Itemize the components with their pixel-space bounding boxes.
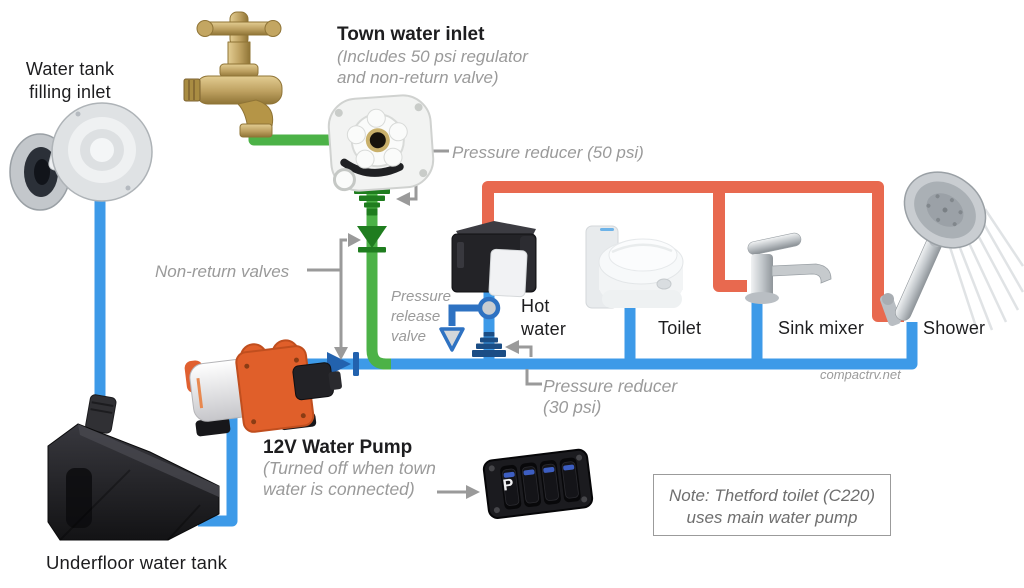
underfloor-tank-label: Underfloor water tank bbox=[46, 552, 228, 573]
connector-pressure-reducer-30-elbow bbox=[525, 369, 542, 386]
water-pump-subtitle: (Turned off when town water is connected… bbox=[263, 458, 436, 500]
hot-water-label: Hot water bbox=[521, 295, 566, 341]
pr30-label-line2: (30 psi) bbox=[543, 397, 602, 417]
water-pump-image bbox=[184, 339, 342, 437]
filling-inlet-label: Water tank filling inlet bbox=[8, 58, 132, 104]
hot-water-label-line1: Hot bbox=[521, 296, 550, 316]
annotation-arrowheads bbox=[334, 192, 519, 499]
prv-label-line2: release bbox=[391, 308, 441, 325]
town-inlet-subtitle: (Includes 50 psi regulator and non-retur… bbox=[337, 46, 528, 88]
pr30-label-line1: Pressure reducer bbox=[543, 376, 678, 396]
switch-panel-p-button-label: P bbox=[501, 476, 515, 495]
water-pump-subtitle-line2: water is connected) bbox=[263, 479, 415, 499]
pressure-reducer-30-label: Pressure reducer (30 psi) bbox=[543, 376, 677, 418]
prv-label-line3: valve bbox=[391, 328, 427, 345]
town-inlet-subtitle-line1: (Includes 50 psi regulator bbox=[337, 47, 528, 66]
pressure-release-valve-label: Pressure release valve bbox=[391, 287, 451, 347]
sink-mixer-image bbox=[745, 232, 832, 304]
blue-non-return-valve-symbol bbox=[327, 352, 359, 376]
town-water-inlet-image bbox=[327, 94, 435, 192]
water-pump-subtitle-line1: (Turned off when town bbox=[263, 458, 436, 478]
note-line1: Note: Thetford toilet (C220) bbox=[669, 486, 875, 505]
rocker-switches bbox=[500, 457, 581, 510]
prv-label-line1: Pressure bbox=[391, 288, 452, 305]
connector-pressure-reducer-30-arrow bbox=[518, 345, 533, 357]
brass-tap-image bbox=[183, 11, 283, 138]
connector-non-return-valves bbox=[307, 238, 347, 347]
switch-panel-image bbox=[482, 448, 594, 519]
shower-spray bbox=[946, 208, 1024, 334]
sink-mixer-label: Sink mixer bbox=[778, 318, 865, 338]
toilet-label: Toilet bbox=[658, 318, 702, 338]
shower-label: Shower bbox=[923, 318, 986, 338]
green-non-return-valve-symbol bbox=[357, 226, 387, 253]
pipe-hot-sink-branch bbox=[713, 192, 747, 292]
pressure-reducer-50-label: Pressure reducer (50 psi) bbox=[452, 143, 644, 162]
note-line2: uses main water pump bbox=[686, 508, 858, 527]
filling-inlet-label-line1: Water tank bbox=[25, 59, 115, 79]
note-box: Note: Thetford toilet (C220) uses main w… bbox=[653, 474, 891, 536]
pipe-inlet-to-main bbox=[366, 184, 392, 370]
underfloor-tank-image bbox=[47, 394, 220, 541]
hot-water-heater-image bbox=[451, 221, 537, 298]
pipe-tank-to-pump bbox=[198, 396, 238, 527]
town-inlet-title: Town water inlet bbox=[337, 24, 485, 45]
non-return-valves-label: Non-return valves bbox=[155, 262, 290, 281]
site-watermark: compactrv.net bbox=[820, 367, 901, 382]
pressure-release-valve-symbol bbox=[439, 296, 501, 352]
pipe-main-cold-line bbox=[296, 322, 918, 370]
hot-water-label-line2: water bbox=[521, 319, 567, 339]
toilet-image bbox=[585, 225, 684, 309]
blue-pressure-reducer-symbol bbox=[472, 332, 506, 357]
water-pump-title: 12V Water Pump bbox=[263, 437, 413, 458]
green-pressure-reducer-symbol bbox=[354, 188, 390, 216]
filling-inlet-label-line2: filling inlet bbox=[29, 82, 111, 102]
filling-inlet-image bbox=[9, 102, 153, 211]
shower-image bbox=[880, 171, 1024, 334]
town-inlet-subtitle-line2: and non-return valve) bbox=[337, 68, 499, 87]
